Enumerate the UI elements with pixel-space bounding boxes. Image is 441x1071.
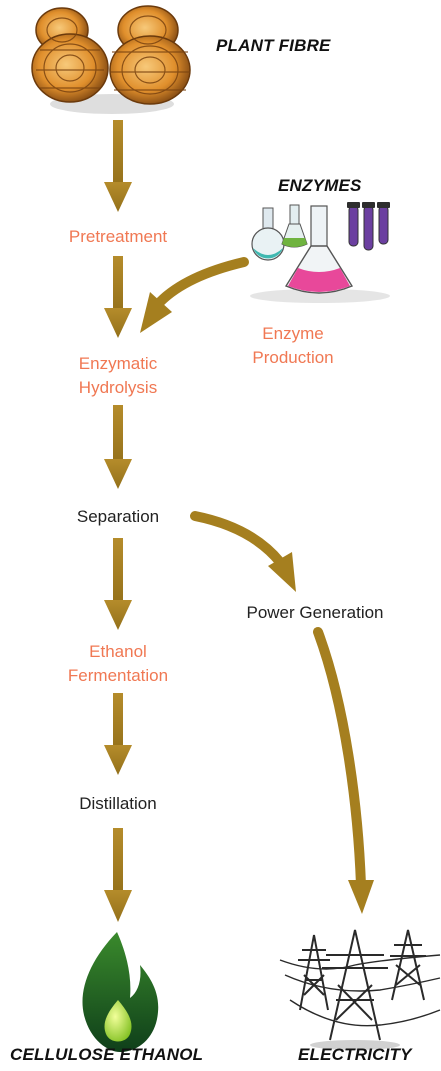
arrow-fermentation-to-distillation: [104, 693, 132, 775]
enzymes-heading: ENZYMES: [278, 176, 362, 195]
arrow-distillation-to-ethanol: [104, 828, 132, 922]
arrow-separation-to-power: [190, 511, 296, 592]
electricity-heading: ELECTRICITY: [298, 1045, 412, 1064]
step-distillation: Distillation: [79, 794, 157, 813]
step-enzymatic-hydrolysis-line1: Enzymatic: [78, 354, 158, 373]
plant-fibre-heading: PLANT FIBRE: [216, 36, 331, 55]
arrow-plant-to-pretreatment: [104, 120, 132, 212]
step-pretreatment: Pretreatment: [68, 227, 168, 246]
step-separation: Separation: [76, 507, 160, 526]
step-enzyme-production-line2: Production: [252, 348, 334, 367]
arrow-power-to-electricity: [313, 627, 374, 914]
cellulose-ethanol-heading: CELLULOSE ETHANOL: [10, 1045, 204, 1064]
step-power-generation: Power Generation: [246, 603, 384, 622]
step-enzymatic-hydrolysis-line2: Hydrolysis: [78, 378, 158, 397]
arrow-enzymes-to-hydrolysis: [140, 257, 249, 333]
arrow-separation-to-fermentation: [104, 538, 132, 630]
arrow-pretreatment-to-hydrolysis: [104, 256, 132, 338]
step-ethanol-fermentation-line2: Fermentation: [67, 666, 169, 685]
arrow-hydrolysis-to-separation: [104, 405, 132, 489]
step-enzyme-production-line1: Enzyme: [262, 324, 324, 343]
step-ethanol-fermentation-line1: Ethanol: [89, 642, 147, 661]
